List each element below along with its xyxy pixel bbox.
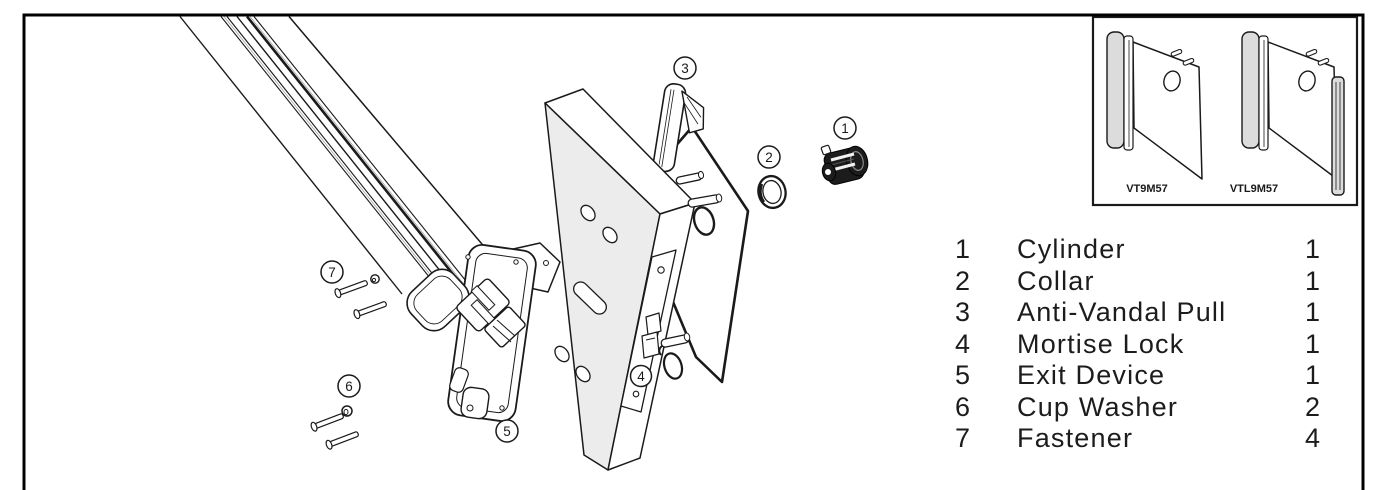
part-number: 6 — [955, 391, 972, 422]
callout-7: 7 — [320, 260, 344, 284]
part-qty: 4 — [1305, 423, 1322, 453]
callout-4: 4 — [629, 364, 653, 388]
part-name: Cup Washer — [1017, 391, 1179, 422]
parts-list-row: 1 Cylinder 1 — [955, 234, 1351, 266]
callout-4-label: 4 — [637, 369, 645, 384]
part-number: 7 — [955, 423, 972, 453]
model-label-vtl9m57: VTL9M57 — [1230, 183, 1278, 195]
fastener-group-upper — [334, 274, 387, 320]
push-bar — [179, 15, 516, 314]
part-name: Cylinder — [1017, 234, 1126, 264]
parts-list-row: 2 Collar 1 — [955, 266, 1351, 298]
part-number: 1 — [955, 234, 972, 264]
part-name: Exit Device — [1017, 360, 1166, 390]
parts-list-row: 5 Exit Device 1 — [955, 360, 1351, 392]
callout-7-label: 7 — [328, 265, 336, 280]
part-name: Mortise Lock — [1017, 328, 1185, 359]
door-prep-holes — [554, 204, 618, 383]
parts-list-row: 6 Cup Washer 2 — [955, 392, 1351, 424]
part-qty: 1 — [1305, 360, 1322, 390]
part-qty: 1 — [1305, 297, 1322, 327]
bracket-vtl9m57 — [1241, 31, 1345, 196]
callouts: 1 2 3 4 5 6 7 — [320, 56, 857, 443]
callout-5-label: 5 — [503, 424, 511, 439]
part-name: Anti-Vandal Pull — [1017, 297, 1227, 327]
part-qty: 1 — [1305, 265, 1322, 296]
part-number: 3 — [955, 297, 972, 327]
diagram-frame-border — [22, 13, 1365, 490]
push-bar-end-cap — [406, 268, 470, 332]
parts-list: 1 Cylinder 1 2 Collar 1 3 Anti-Vandal Pu… — [955, 234, 1351, 455]
callout-1-label: 1 — [841, 121, 849, 136]
part-number: 5 — [955, 360, 972, 390]
parts-list-row: 4 Mortise Lock 1 — [955, 329, 1351, 361]
callout-6-label: 6 — [345, 379, 353, 394]
part-name: Collar — [1017, 265, 1095, 296]
model-label-vt9m57: VT9M57 — [1126, 183, 1168, 195]
pull-cylinder-hole-upper — [692, 206, 716, 236]
part-qty: 1 — [1305, 234, 1322, 264]
part-number: 2 — [955, 265, 972, 296]
part-number: 4 — [955, 328, 972, 359]
callout-3-label: 3 — [681, 61, 689, 76]
parts-list-row: 7 Fastener 4 — [955, 423, 1351, 455]
model-variants-inset: VT9M57 VTL9M57 — [1091, 15, 1359, 207]
collar — [757, 174, 787, 210]
part-qty: 2 — [1305, 391, 1322, 422]
parts-list-row: 3 Anti-Vandal Pull 1 — [955, 297, 1351, 329]
part-qty: 1 — [1305, 328, 1322, 359]
bracket-vt9m57 — [1106, 31, 1203, 180]
callout-6: 6 — [337, 374, 361, 398]
callout-1: 1 — [833, 116, 857, 140]
callout-5: 5 — [495, 419, 519, 443]
exit-device-chassis — [406, 242, 561, 422]
cylinder — [820, 144, 869, 185]
pull-studs — [658, 170, 723, 380]
pull-cylinder-hole-lower — [662, 352, 684, 380]
part-name: Fastener — [1017, 423, 1134, 453]
fastener-group-lower — [310, 405, 359, 450]
callout-3: 3 — [673, 56, 697, 80]
callout-2-label: 2 — [765, 150, 773, 165]
callout-2: 2 — [757, 145, 781, 169]
